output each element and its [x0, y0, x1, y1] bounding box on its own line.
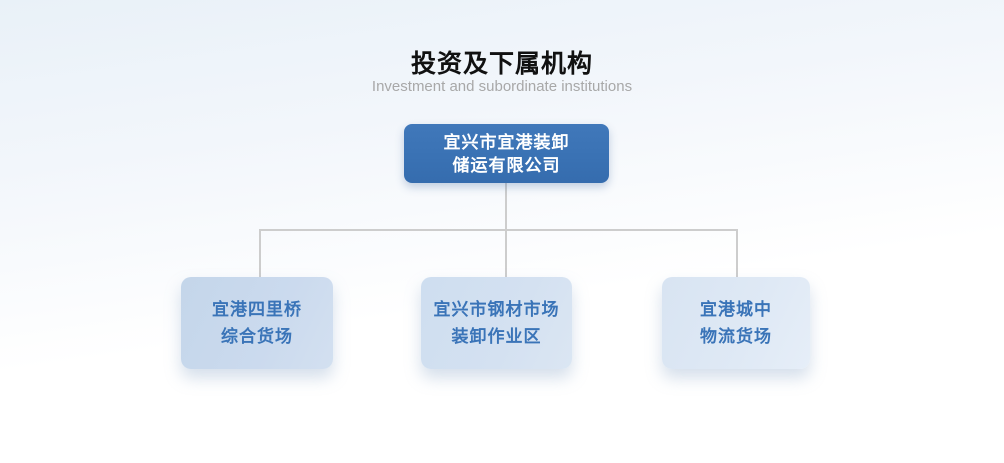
connector-left-vertical — [259, 230, 261, 277]
org-node-child-1-label-line2: 综合货场 — [221, 327, 293, 346]
org-node-child-3-label-line2: 物流货场 — [700, 327, 772, 346]
org-node-child-3: 宜港城中 物流货场 — [662, 277, 810, 369]
connector-middle-vertical — [505, 230, 507, 277]
org-node-child-1: 宜港四里桥 综合货场 — [181, 277, 333, 369]
connector-right-vertical — [736, 230, 738, 277]
org-node-child-3-label-line1: 宜港城中 — [700, 300, 772, 319]
org-node-child-2-label-line2: 装卸作业区 — [451, 327, 542, 346]
org-node-child-1-label-line1: 宜港四里桥 — [212, 300, 302, 319]
org-node-root: 宜兴市宜港装卸 储运有限公司 — [404, 124, 609, 183]
page-subtitle: Investment and subordinate institutions — [371, 78, 633, 95]
org-node-child-2-label-line1: 宜兴市钢材市场 — [433, 300, 560, 319]
org-node-root-label-line2: 储运有限公司 — [452, 155, 561, 175]
org-node-child-2: 宜兴市钢材市场 装卸作业区 — [421, 277, 572, 369]
connector-horizontal — [259, 229, 738, 231]
page-title: 投资及下属机构 — [410, 50, 593, 78]
org-node-root-label-line1: 宜兴市宜港装卸 — [443, 132, 570, 152]
connector-root-vertical — [505, 183, 507, 231]
